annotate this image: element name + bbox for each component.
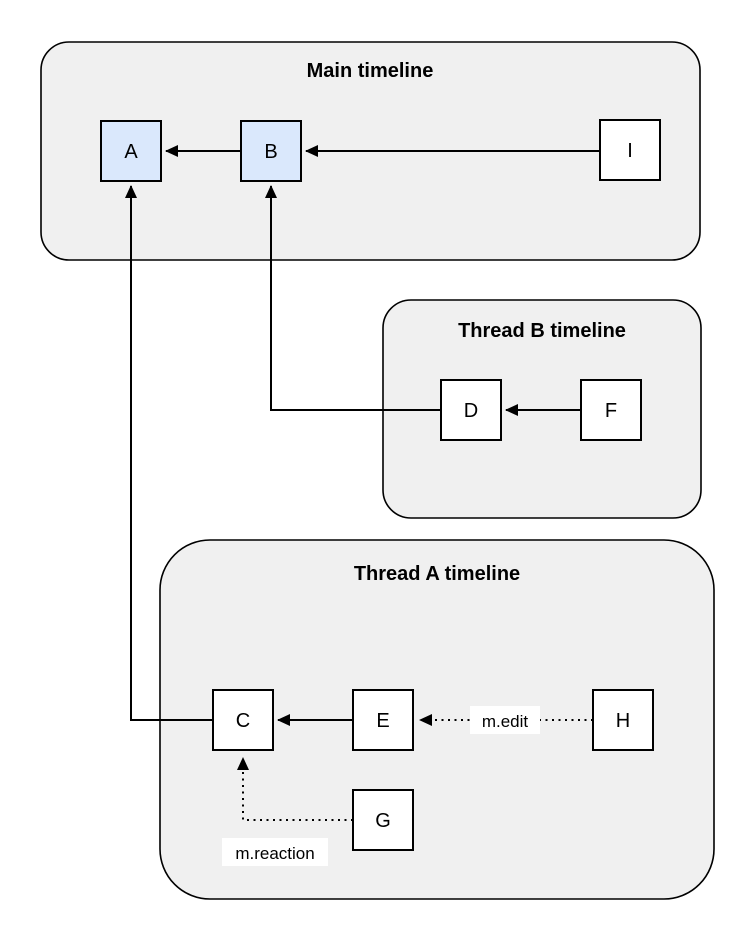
- node-A-box: [100, 120, 162, 182]
- edge-d-to-b: [265, 185, 441, 411]
- node-I: I: [599, 119, 661, 181]
- node-F-label: F: [605, 400, 617, 422]
- node-B: B: [240, 120, 302, 182]
- node-I-box: [599, 119, 661, 181]
- node-D: D: [440, 379, 502, 441]
- node-H-label: H: [616, 710, 630, 732]
- node-C: C: [212, 689, 274, 751]
- edge-label-bg-m-edit: [470, 706, 540, 734]
- edge-c-to-a: [125, 185, 213, 721]
- node-B-label: B: [264, 141, 277, 163]
- node-H: H: [592, 689, 654, 751]
- node-B-box: [240, 120, 302, 182]
- node-E-label: E: [376, 710, 389, 732]
- node-A-label: A: [124, 141, 138, 163]
- container-title-main-timeline: Main timeline: [307, 60, 434, 82]
- node-F: F: [580, 379, 642, 441]
- node-G-label: G: [375, 810, 391, 832]
- edge-label-m-reaction: m.reaction: [235, 844, 314, 863]
- container-title-thread-b-timeline: Thread B timeline: [458, 320, 626, 342]
- node-C-label: C: [236, 710, 250, 732]
- node-F-box: [580, 379, 642, 441]
- edge-label-m-edit: m.edit: [482, 712, 529, 731]
- node-D-box: [440, 379, 502, 441]
- node-G: G: [352, 789, 414, 851]
- node-I-label: I: [627, 140, 633, 162]
- node-E: E: [352, 689, 414, 751]
- node-A: A: [100, 120, 162, 182]
- node-D-label: D: [464, 400, 478, 422]
- container-title-thread-a-timeline: Thread A timeline: [354, 563, 520, 585]
- edge-g-to-c: [237, 757, 353, 821]
- node-G-box: [352, 789, 414, 851]
- node-C-box: [212, 689, 274, 751]
- node-H-box: [592, 689, 654, 751]
- node-E-box: [352, 689, 414, 751]
- edge-label-bg-m-reaction: [222, 838, 328, 866]
